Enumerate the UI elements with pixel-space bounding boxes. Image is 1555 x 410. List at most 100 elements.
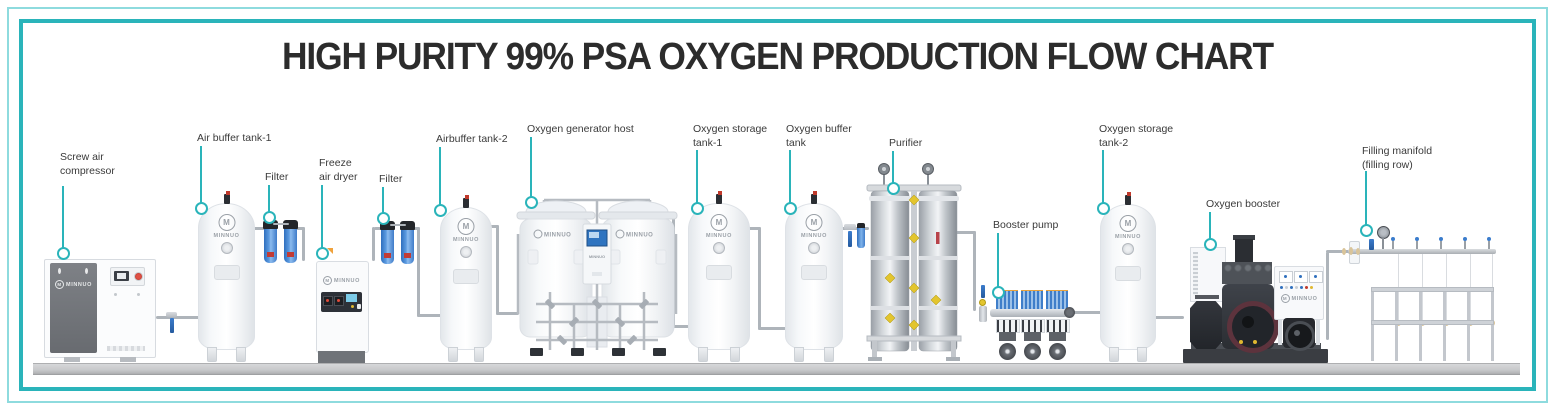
- yellow-valve: [979, 299, 986, 306]
- oxygen-generator-host-illustration: MINNUO MINNUO MINNUO: [516, 198, 678, 356]
- pump-body: [1049, 332, 1066, 341]
- pump-body: [999, 332, 1016, 341]
- leader-line: [789, 150, 791, 203]
- purifier-gauges: [878, 163, 934, 186]
- cylinder-bank: [1222, 262, 1272, 284]
- cooler-fins: [1021, 290, 1043, 309]
- leader-line: [530, 137, 532, 197]
- nozzle: [1463, 237, 1467, 249]
- foot: [120, 357, 136, 362]
- crankcase-body: [1222, 284, 1279, 353]
- blue-valve-handle: [848, 231, 852, 247]
- screw-dot: [114, 293, 117, 296]
- purifier-bottom-frame: [866, 335, 962, 361]
- brand-text: MINNUO: [66, 281, 92, 288]
- generator-valves: [545, 299, 649, 345]
- pressure-gauge: [460, 246, 472, 258]
- brand-text: MINNUO: [453, 237, 479, 243]
- purifier-illustration: [866, 163, 962, 361]
- top-valve: [223, 191, 230, 204]
- cabinet-leg: [1316, 319, 1320, 345]
- pipe-tank2-down: [496, 225, 499, 315]
- tank-leg: [794, 347, 804, 362]
- leader-dot: [691, 202, 704, 215]
- booster-pump-illustration: [976, 283, 1075, 362]
- blue-valve-handle: [981, 285, 985, 298]
- pump-head: [1021, 319, 1045, 333]
- pipe-filter2-down: [417, 227, 420, 317]
- brass-fitting: [1342, 248, 1346, 255]
- cartridge-body: [857, 228, 865, 248]
- leader-line: [321, 185, 323, 248]
- filling-manifold-illustration: [1340, 225, 1502, 362]
- pipe-filter1-down: [302, 227, 305, 261]
- label-booster-pump: Booster pump: [993, 219, 1059, 231]
- rack-top-rail: [1371, 287, 1494, 292]
- brand-logo-icon: M: [218, 214, 235, 231]
- oxygen-buffer-tank-illustration: M MINNUO: [785, 191, 843, 362]
- airbuffer-tank-2-illustration: M MINNUO: [440, 195, 492, 362]
- leader-dot: [525, 196, 538, 209]
- cartridge-label: [404, 253, 411, 258]
- pipe-to-buffer: [758, 327, 786, 330]
- cartridge-cap: [857, 223, 865, 228]
- tank-leg: [448, 347, 458, 362]
- vent-slot: [107, 346, 145, 351]
- valve-body: [166, 312, 177, 317]
- page-title: HIGH PURITY 99% PSA OXYGEN PRODUCTION FL…: [281, 36, 1274, 78]
- leader-dot: [263, 211, 276, 224]
- pipe-storage1-down: [758, 227, 761, 330]
- screen-inner: [117, 273, 126, 279]
- oxygen-storage-tank-2-illustration: M MINNUO: [1100, 192, 1156, 362]
- leader-line: [1102, 150, 1104, 203]
- oxygen-storage-tank-1-illustration: M MINNUO: [688, 191, 750, 362]
- switch: [357, 304, 361, 309]
- pipe-dryer-up: [372, 227, 375, 261]
- nameplate: [1115, 266, 1141, 281]
- orange-corner-tag: [327, 248, 333, 254]
- rack-middle-rail: [1371, 320, 1494, 325]
- brand-logo-icon: M: [457, 218, 475, 235]
- pipe-tank2-out: [490, 225, 499, 228]
- cabinet-leg: [1278, 319, 1282, 345]
- pressure-gauge: [1122, 243, 1134, 255]
- cartridge-body: [381, 230, 394, 264]
- purifier-column-right: [917, 190, 959, 352]
- tank-leg: [236, 347, 246, 362]
- leader-dot: [57, 247, 70, 260]
- indicator-led: [351, 305, 354, 308]
- brand-text: MINNUO: [1115, 234, 1141, 240]
- tank-leg: [1109, 347, 1119, 362]
- cartridge-label: [384, 253, 391, 258]
- leader-dot: [992, 286, 1005, 299]
- brand-logo-icon: M: [323, 276, 333, 285]
- intake-duct: [1235, 239, 1253, 265]
- label-oxygen-storage-tank-2: Oxygen storage tank-2: [1099, 123, 1174, 149]
- label-purifier: Purifier: [889, 137, 923, 149]
- brand-logo-icon: M: [805, 214, 823, 231]
- valve-body: [844, 224, 856, 230]
- leader-line: [200, 146, 202, 203]
- top-valve: [716, 191, 722, 204]
- filter-link-pipe: [273, 223, 289, 225]
- indicator-led: [1239, 340, 1243, 344]
- blue-valve-handle: [1369, 239, 1374, 250]
- digital-display: [334, 296, 344, 306]
- leader-dot: [377, 212, 390, 225]
- red-valve-handle: [936, 232, 940, 244]
- leader-line: [382, 187, 384, 213]
- ground-platform: [33, 363, 1520, 375]
- label-oxygen-booster: Oxygen booster: [1206, 198, 1281, 210]
- tank-leg: [474, 347, 484, 362]
- pipe-booster-to-manifold: [1326, 250, 1350, 253]
- tank-leg: [824, 347, 834, 362]
- brand-text: MINNUO: [1291, 295, 1318, 302]
- leader-dot: [1360, 224, 1373, 237]
- generator-control-console: MINNUO: [582, 223, 612, 285]
- leader-line: [1209, 212, 1211, 239]
- label-freeze-air-dryer: Freeze air dryer: [319, 157, 358, 183]
- foot: [64, 357, 80, 362]
- brass-fitting: [1356, 248, 1360, 255]
- filter-link-pipe: [390, 224, 406, 226]
- brand-logo-icon: M: [55, 280, 65, 289]
